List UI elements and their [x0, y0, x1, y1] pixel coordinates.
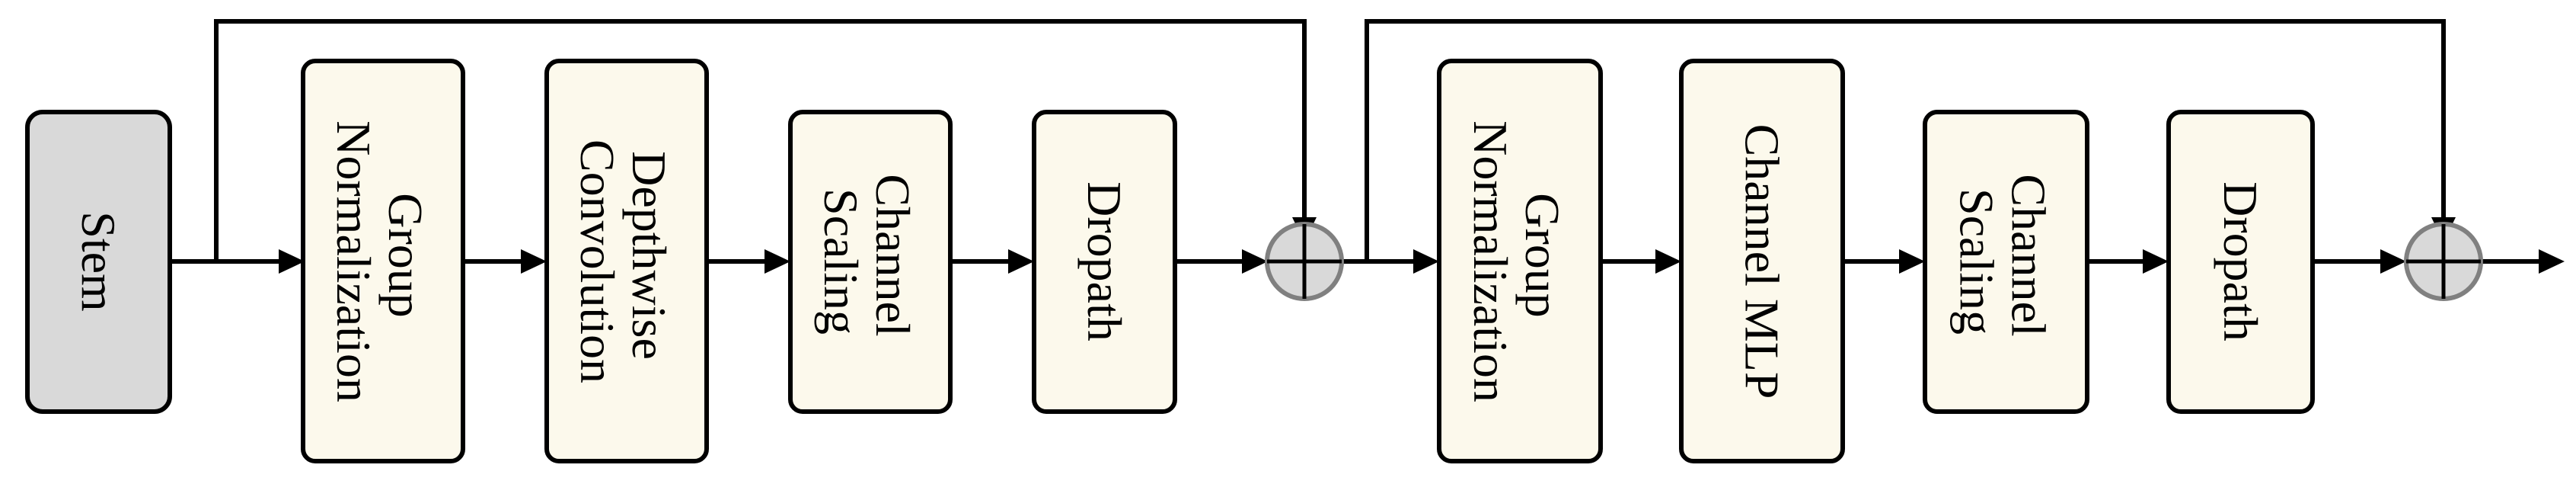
dropath-label-2: Dropath [2214, 181, 2268, 341]
depthwise-convolution-label: Depthwise Convolution [570, 139, 676, 383]
sum-node-2 [2404, 222, 2483, 301]
group-normalization-label-2: Group Normalization [1464, 120, 1569, 402]
stem-box: Stem [25, 110, 172, 414]
skip-connection-2 [1365, 19, 2446, 261]
channel-scaling-label-1: Channel Scaling [814, 174, 920, 348]
channel-scaling-box-1: Channel Scaling [788, 110, 953, 414]
dropath-box-1: Dropath [1032, 110, 1177, 414]
dropath-label-1: Dropath [1077, 181, 1132, 341]
group-normalization-box-2: Group Normalization [1437, 59, 1603, 463]
sum-node-1 [1265, 222, 1344, 301]
skip-connection-1 [214, 19, 1307, 261]
main-flow [170, 249, 2565, 274]
group-normalization-box-1: Group Normalization [301, 59, 465, 463]
dropath-box-2: Dropath [2166, 110, 2315, 414]
channel-scaling-box-2: Channel Scaling [1923, 110, 2089, 414]
stem-label: Stem [72, 211, 126, 312]
channel-mlp-box: Channel MLP [1679, 59, 1845, 463]
group-normalization-label-1: Group Normalization [327, 120, 433, 402]
channel-mlp-label: Channel MLP [1735, 124, 1789, 399]
depthwise-convolution-box: Depthwise Convolution [544, 59, 709, 463]
channel-scaling-label-2: Channel Scaling [1950, 174, 2056, 348]
